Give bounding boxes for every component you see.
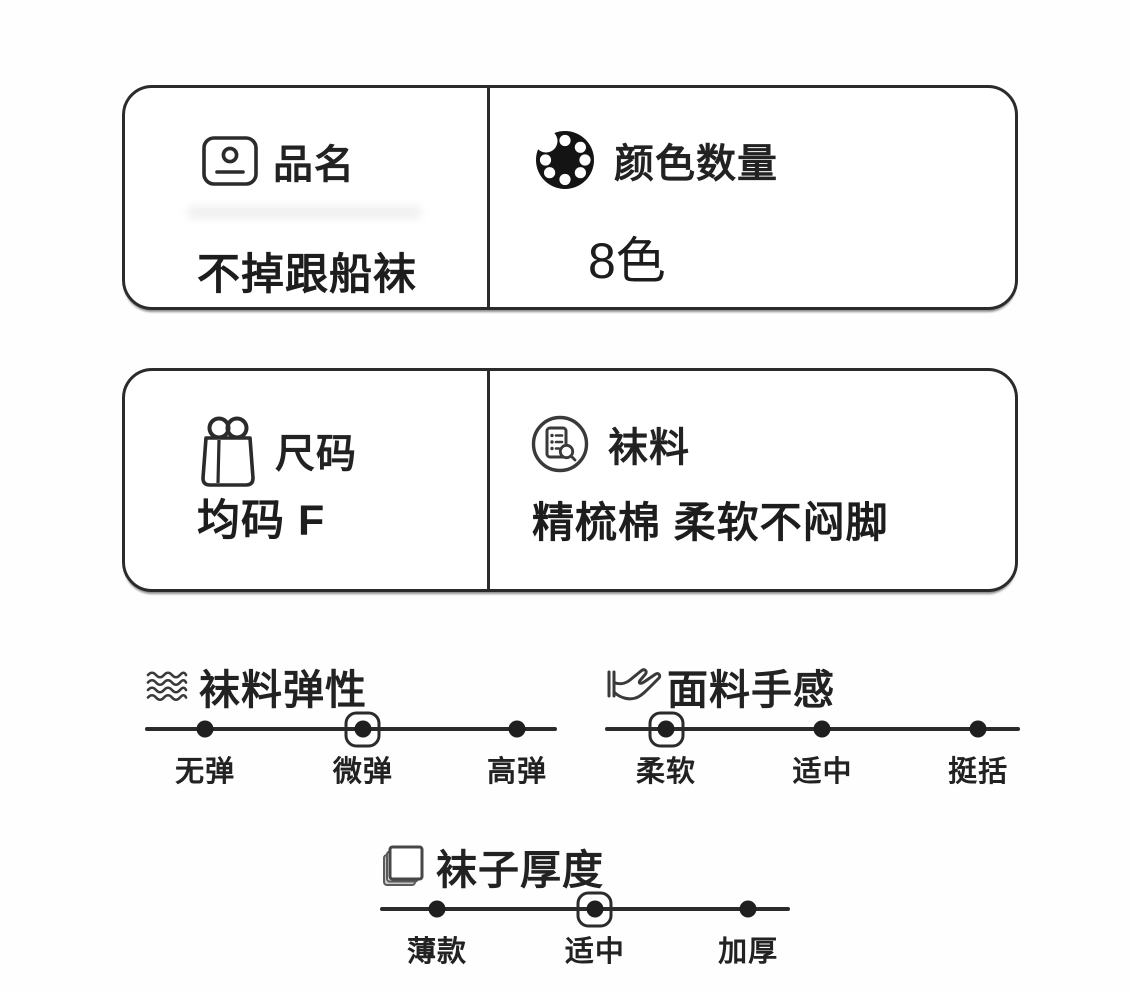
color-count-value: 8色: [588, 233, 666, 289]
elasticity-title-row: 袜料弹性: [145, 656, 367, 716]
selected-marker-box: [576, 891, 613, 927]
product-name-label: 品名: [273, 143, 355, 187]
card-divider: [487, 371, 490, 589]
scale-dot: [428, 900, 446, 918]
card-name-and-colors: 品名 不掉跟船袜: [122, 85, 1018, 310]
thickness-track: [380, 891, 790, 927]
selected-marker-box: [648, 711, 684, 747]
size-header: 尺码: [197, 411, 357, 489]
scale-option-label: 挺括: [948, 756, 1009, 788]
thickness-scale: 袜子厚度 薄款 适中 加厚: [380, 833, 790, 978]
size-value: 均码 F: [197, 497, 326, 545]
scale-dot-selected: [576, 891, 613, 927]
elasticity-title: 袜料弹性: [199, 667, 367, 713]
card-divider: [487, 88, 490, 307]
faded-text-remnant: [187, 206, 422, 219]
size-cell: 尺码 均码 F: [125, 371, 487, 589]
fabric-doc-icon: [530, 414, 590, 474]
hand-icon: [605, 664, 663, 708]
product-name-cell: 品名 不掉跟船袜: [125, 88, 487, 307]
thickness-title: 袜子厚度: [436, 847, 604, 893]
material-header: 袜料: [530, 414, 690, 474]
hand-feel-title-row: 面料手感: [605, 656, 835, 716]
card-size-and-material: 尺码 均码 F: [122, 368, 1018, 592]
scale-option-label: 微弹: [332, 756, 393, 788]
color-count-header: 颜色数量: [534, 129, 778, 191]
id-badge-icon: [201, 134, 259, 188]
scale-dot: [508, 720, 526, 738]
waves-icon: [145, 669, 189, 703]
scale-option-label: 加厚: [718, 936, 779, 968]
color-count-cell: 颜色数量 8色: [490, 88, 1015, 307]
product-name-value: 不掉跟船袜: [197, 251, 417, 299]
scale-option-label: 无弹: [175, 756, 236, 788]
palette-icon: [534, 129, 596, 191]
scale-dot-selected: [648, 711, 684, 747]
scale-option-label: 适中: [792, 756, 853, 788]
material-value: 精梳棉 柔软不闷脚: [532, 499, 889, 546]
scale-dot: [969, 720, 987, 738]
selected-marker-box: [344, 711, 381, 747]
shopping-bag-icon: [197, 411, 259, 489]
size-label: 尺码: [275, 432, 357, 476]
hand-feel-title: 面料手感: [667, 667, 835, 713]
scale-option-label: 柔软: [635, 756, 697, 788]
material-label: 袜料: [608, 426, 690, 470]
scale-dot: [739, 900, 757, 918]
hand-feel-scale: 面料手感 柔软 适中 挺括: [605, 650, 1020, 795]
scale-dot: [196, 720, 214, 738]
color-count-label: 颜色数量: [614, 142, 778, 186]
elasticity-track: [145, 711, 557, 747]
hand-feel-track: [605, 711, 1020, 747]
scale-option-label: 高弹: [487, 756, 548, 788]
product-name-header: 品名: [201, 132, 355, 190]
thickness-title-row: 袜子厚度: [380, 836, 604, 896]
elasticity-scale: 袜料弹性 无弹 微弹 高弹: [145, 650, 557, 795]
scale-option-label: 适中: [564, 936, 625, 968]
scale-dot-selected: [344, 711, 381, 747]
scale-option-label: 薄款: [406, 936, 467, 968]
scale-dot: [813, 720, 831, 738]
material-cell: 袜料 精梳棉 柔软不闷脚: [490, 371, 1015, 589]
layers-icon: [380, 843, 424, 889]
